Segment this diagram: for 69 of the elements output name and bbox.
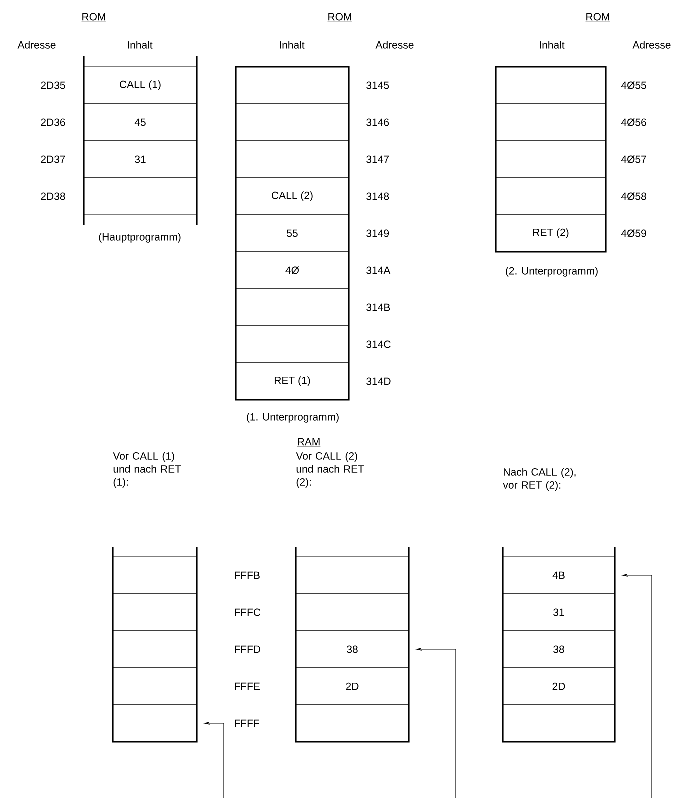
memory-cell: 55	[236, 214, 350, 252]
memory-cell	[496, 104, 606, 142]
node-label: (1. Unterprogramm)	[247, 413, 339, 423]
address-label: 3149	[366, 230, 390, 238]
address-label: FFFF	[235, 720, 260, 728]
address-label: FFFE	[235, 682, 260, 690]
memory-cell: RET (2)	[496, 214, 606, 252]
address-label: FFFD	[235, 646, 261, 654]
address-label: 2D38	[41, 192, 66, 200]
memory-cell: CALL (1)	[84, 66, 198, 104]
memory-cell	[496, 178, 606, 216]
address-label: FFFC	[235, 608, 261, 616]
address-label: 3148	[366, 192, 390, 200]
memory-cell	[236, 140, 350, 178]
memory-cell	[112, 594, 198, 632]
address-label: 3147	[366, 156, 390, 164]
column-heading: Adresse	[18, 41, 56, 49]
address-label: 314D	[366, 378, 391, 386]
memory-cell	[84, 178, 198, 216]
address-label: 4Ø58	[621, 192, 646, 200]
memory-cell	[496, 66, 606, 104]
memory-cell	[496, 140, 606, 178]
address-label: 4Ø56	[621, 118, 646, 126]
memory-cell	[112, 556, 198, 594]
memory-cell	[236, 288, 350, 326]
memory-cell: 4Ø	[236, 252, 350, 290]
memory-cell	[236, 326, 350, 364]
memory-cell	[236, 104, 350, 142]
memory-cell	[296, 704, 410, 742]
address-label: FFFB	[235, 572, 260, 580]
memory-cell: 38	[502, 630, 616, 668]
memory-heading: ROM	[328, 13, 352, 22]
memory-cell: CALL (2)	[236, 178, 350, 216]
memory-cell: 45	[84, 104, 198, 142]
address-label: 314C	[366, 340, 391, 348]
memory-cell	[502, 704, 616, 742]
memory-cell	[236, 66, 350, 104]
memory-cell: 2D	[296, 668, 410, 706]
column-heading: Inhalt	[280, 41, 305, 49]
memory-cell: 4B	[502, 556, 616, 594]
column-heading: Inhalt	[540, 41, 565, 49]
address-label: 2D36	[41, 118, 66, 126]
memory-heading: RAM	[297, 438, 321, 448]
memory-cell: RET (1)	[236, 362, 350, 400]
address-label: 3146	[366, 118, 390, 126]
memory-heading: ROM	[82, 13, 106, 22]
address-label: 3145	[366, 82, 390, 90]
memory-cell	[296, 556, 410, 594]
memory-cell	[112, 668, 198, 706]
memory-cell	[112, 630, 198, 668]
memory-heading: ROM	[586, 13, 610, 22]
address-label: 314B	[366, 304, 390, 312]
address-label: 2D35	[41, 82, 66, 90]
memory-cell: 2D	[502, 668, 616, 706]
address-label: 2D37	[41, 156, 66, 164]
memory-cell	[296, 594, 410, 632]
column-heading: Adresse	[376, 41, 414, 49]
column-heading: Adresse	[632, 41, 671, 49]
memory-cell: 31	[84, 140, 198, 178]
address-label: 4Ø57	[621, 156, 646, 164]
address-label: 314A	[366, 266, 391, 274]
address-label: 4Ø59	[621, 230, 646, 238]
address-label: 4Ø55	[621, 82, 646, 90]
memory-cell: 38	[296, 630, 410, 668]
memory-table: Vor CALL (1) und nach RET (1):	[112, 452, 198, 743]
node-label: (2. Unterprogramm)	[506, 267, 598, 277]
memory-cell: 31	[502, 594, 616, 632]
column-heading: Inhalt	[128, 41, 153, 49]
memory-cell	[112, 704, 198, 742]
